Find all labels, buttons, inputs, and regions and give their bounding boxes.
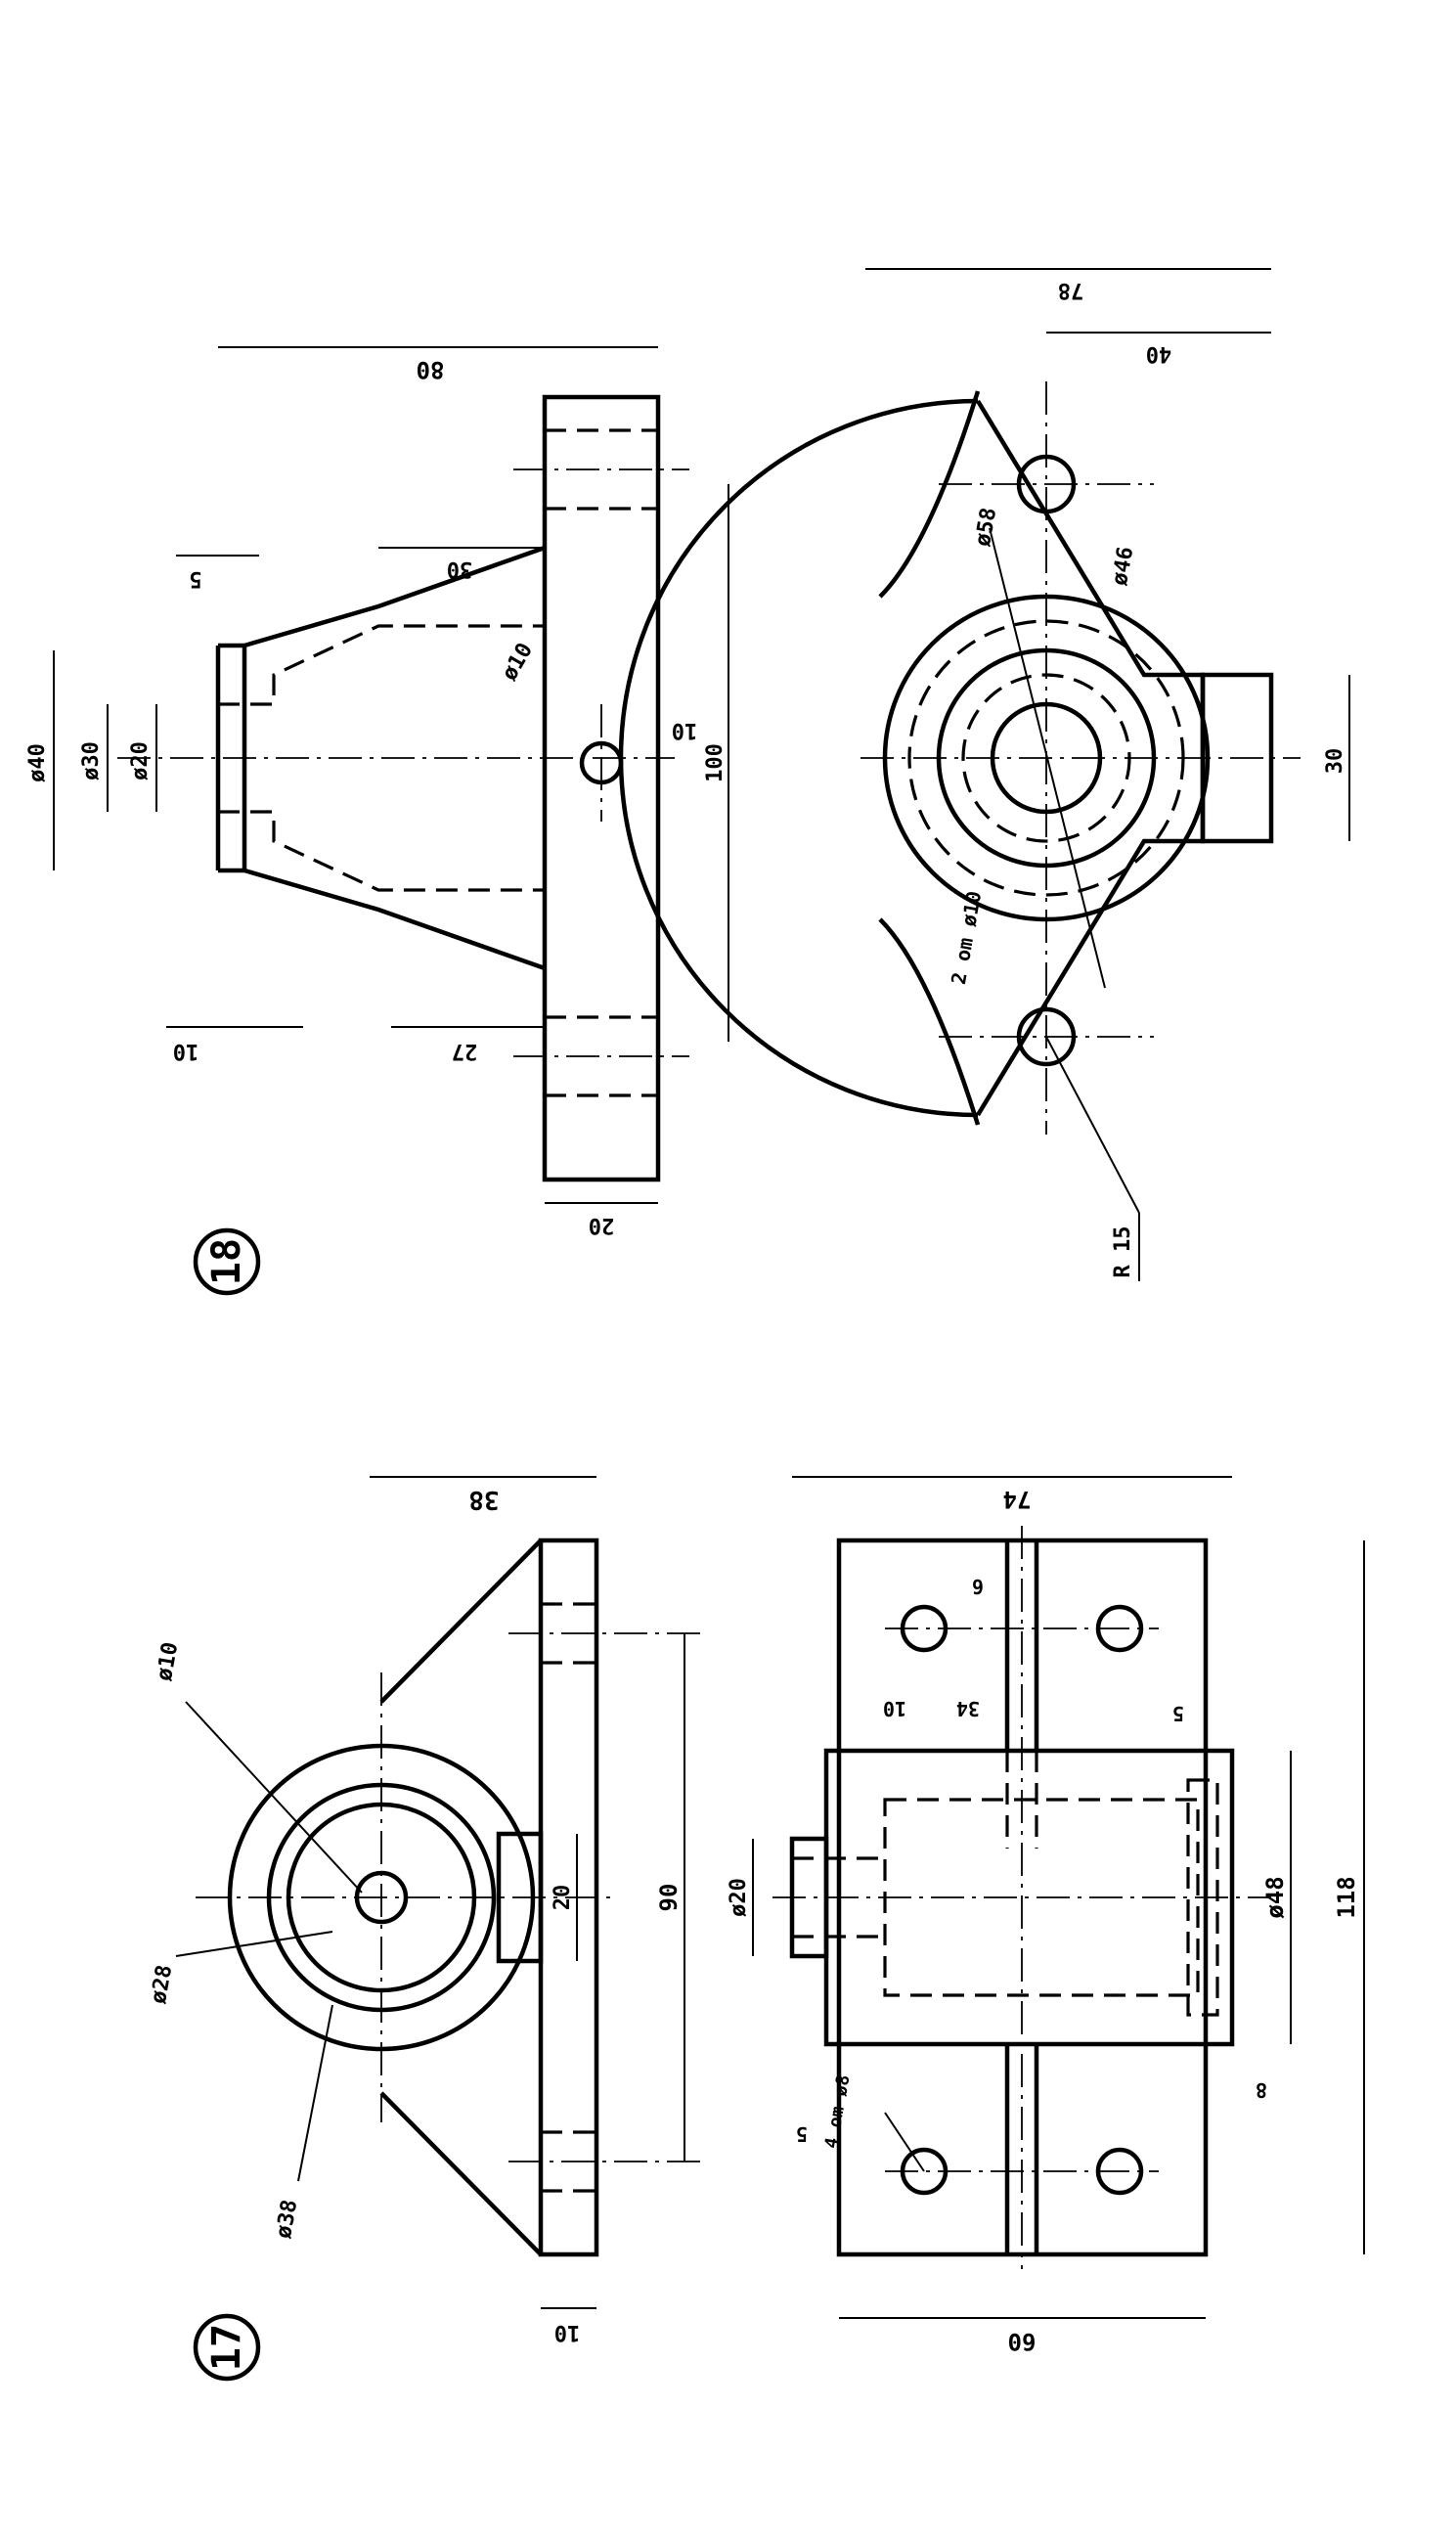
fig17-holes-label: 4 om ø8	[821, 2073, 855, 2150]
fig18-dim-100-label: 100	[703, 743, 728, 782]
fig18-holes-label: 2 om ø10	[947, 889, 986, 986]
fig17-dim-90-label: 90	[655, 1884, 683, 1912]
fig18-base-flange	[542, 394, 661, 1182]
fig18-dim-5-label: 5	[189, 566, 201, 591]
fig18-dim-d58-label: ø58	[971, 506, 1002, 548]
fig18-dim-d40-label: ø40	[25, 743, 50, 782]
figure-17-badge	[193, 2313, 261, 2382]
fig17-dim-d20-label: ø20	[727, 1878, 751, 1917]
fig17-dim-d48-label: ø48	[1261, 1876, 1289, 1918]
fig18-dim-10b-label: 10	[672, 718, 698, 742]
figure-18-number: 18	[204, 1238, 249, 1285]
fig17-dim-d10-label: ø10	[153, 1640, 184, 1682]
fig17-dim-d38-label: ø38	[272, 2198, 303, 2240]
figure-18: 18 80 30 ø40 ø30	[25, 268, 1350, 1296]
fig17-dim-10-label: 10	[554, 2320, 581, 2344]
fig18-dim-20-label: 20	[589, 1213, 615, 1237]
fig17-dim-34-label: 34	[956, 1697, 980, 1720]
fig18-bore-hidden-left	[218, 624, 545, 706]
fig18-elevation-view: 80 30 ø40 ø30 ø20 ø10 5 10 10 100 27 20	[25, 346, 729, 1237]
fig18-dim-27-label: 27	[452, 1039, 478, 1063]
figure-17: 17 38 90 20 10	[147, 1476, 1365, 2382]
fig17-dim-5b-label: 5	[796, 2122, 808, 2146]
fig17-dim-6-label: 6	[972, 1575, 984, 1598]
fig18-dim-d10-label: ø10	[498, 639, 539, 685]
fig17-dim-8-label: 8	[1256, 2078, 1267, 2102]
fig17-dim-74-label: 74	[1003, 1486, 1032, 1513]
fig18-dim-d30-label: ø30	[79, 741, 104, 780]
fig18-dim-d46-label: ø46	[1108, 545, 1139, 587]
fig17-dim-60-label: 60	[1008, 2328, 1037, 2355]
fig17-dim-d28-label: ø28	[147, 1963, 178, 2005]
fig18-dim-30w-label: 30	[1323, 748, 1347, 775]
fig18-dim-10a-label: 10	[173, 1039, 199, 1063]
fig17-dim-20-label: 20	[551, 1885, 575, 1911]
fig17-side-view: 38 90 20 10 ø10 ø28 ø38	[147, 1476, 704, 2344]
fig18-dim-30-label: 30	[447, 557, 473, 581]
fig17-dim-38h-label: 38	[468, 1485, 499, 1514]
fig18-dim-78-label: 78	[1058, 278, 1084, 302]
fig18-r15-label: R 15	[1111, 1226, 1135, 1278]
fig17-dim-10-plan-label: 10	[883, 1697, 906, 1720]
fig17-dim-5a-label: 5	[1172, 1702, 1184, 1725]
fig18-dim-40-label: 40	[1146, 341, 1172, 366]
fig18-dim-d20-label: ø20	[128, 741, 153, 780]
fig18-plan-view: 78 40 30 ø58 ø46 2 om ø10 R 15	[618, 268, 1350, 1281]
fig18-dim-80-label: 80	[417, 356, 445, 383]
figure-17-number: 17	[204, 2324, 249, 2371]
fig17-plan-view: 74 118 60 ø20 ø48 6 10 34 5 5 8 4 om ø8	[727, 1476, 1365, 2355]
figure-18-badge	[193, 1227, 261, 1296]
fig18-bore-hidden-right	[218, 810, 545, 892]
fig17-dim-118-label: 118	[1333, 1876, 1360, 1918]
